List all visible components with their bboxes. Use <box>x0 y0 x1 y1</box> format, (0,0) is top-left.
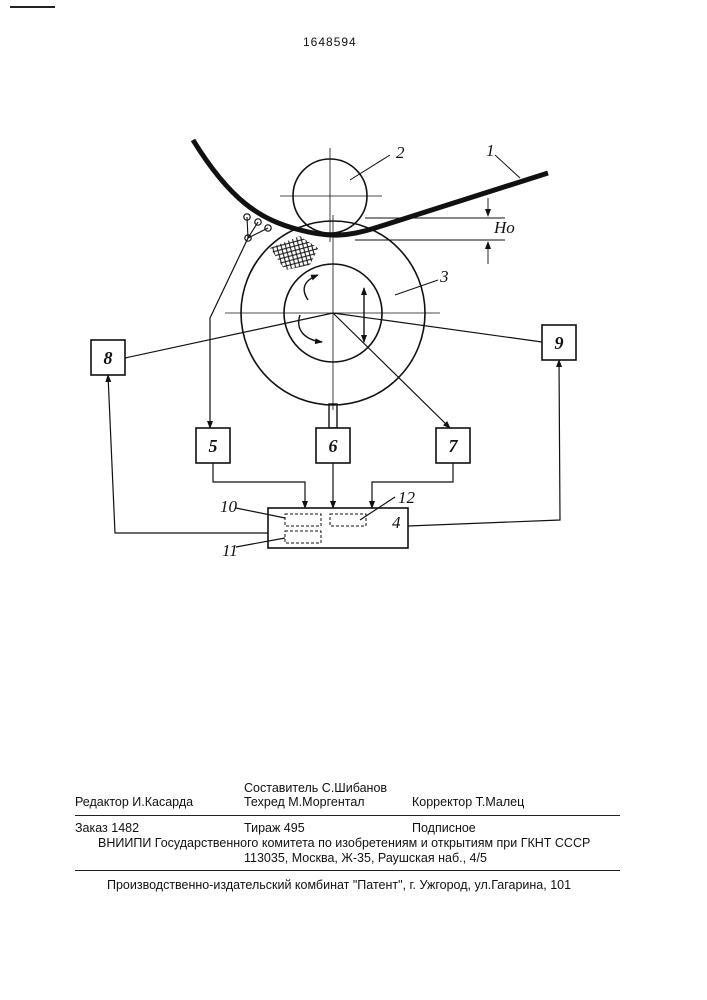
label-1: 1 <box>486 141 495 160</box>
circulation-line: Тираж 495 <box>244 821 305 835</box>
patent-diagram: 1 2 3 Ho 8 9 5 6 7 4 10 11 12 <box>0 0 707 700</box>
editor-line: Редактор И.Касарда <box>75 795 193 809</box>
block-5-label: 5 <box>209 436 218 456</box>
publisher-line: Производственно-издательский комбинат "П… <box>107 878 571 892</box>
label-3: 3 <box>439 267 449 286</box>
connections <box>108 238 560 547</box>
corrector-line: Корректор Т.Малец <box>412 795 524 809</box>
label-2: 2 <box>396 143 405 162</box>
rule-2 <box>75 870 620 871</box>
label-ho: Ho <box>493 218 515 237</box>
order-line: Заказ 1482 <box>75 821 139 835</box>
block-7-label: 7 <box>449 436 459 456</box>
techred-line: Техред М.Моргентал <box>244 795 365 809</box>
label-11: 11 <box>222 541 238 560</box>
subscription-line: Подписное <box>412 821 476 835</box>
leader-3 <box>395 280 438 295</box>
block-9-label: 9 <box>555 333 564 353</box>
rotation-arrow-upper <box>304 275 318 300</box>
leader-2 <box>350 155 390 180</box>
mesh-hatch <box>270 236 318 270</box>
block-8-label: 8 <box>104 348 113 368</box>
label-10: 10 <box>220 497 238 516</box>
label-12: 12 <box>398 488 416 507</box>
rule-1 <box>75 815 620 816</box>
compiler-line: Составитель С.Шибанов <box>244 781 387 795</box>
controller-label: 4 <box>392 513 401 532</box>
leader-1 <box>495 155 520 178</box>
address-line: 113035, Москва, Ж-35, Раушская наб., 4/5 <box>244 851 487 865</box>
block-6-label: 6 <box>329 436 338 456</box>
vniipi-line: ВНИИПИ Государственного комитета по изоб… <box>98 836 590 850</box>
